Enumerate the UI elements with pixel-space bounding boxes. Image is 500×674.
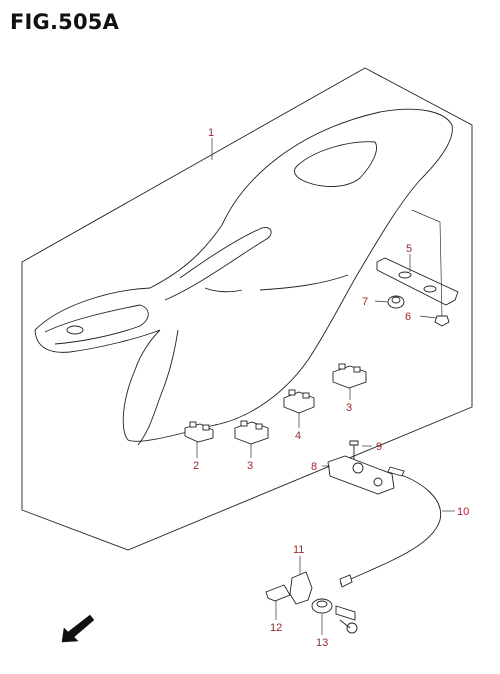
cushion-pad-3a — [234, 420, 269, 445]
leader-lines — [196, 138, 455, 635]
lock-holder — [265, 571, 313, 605]
seat-lock-latch — [327, 455, 395, 495]
grommet — [387, 295, 405, 309]
figure-title: FIG.505A — [10, 10, 120, 34]
callout-12: 12 — [270, 622, 282, 634]
callout-11: 11 — [293, 544, 304, 556]
callout-5: 5 — [406, 243, 412, 255]
nut — [434, 315, 450, 327]
callout-4: 4 — [295, 430, 301, 442]
seat-bracket — [376, 257, 459, 306]
lock-cylinder — [311, 598, 358, 634]
callout-13: 13 — [316, 637, 328, 649]
cushion-pad-4 — [283, 389, 315, 414]
cushion-pad-3b — [332, 363, 367, 389]
seat-lock-cable — [339, 466, 442, 588]
callout-7: 7 — [362, 296, 368, 308]
front-arrow-icon — [61, 614, 95, 643]
seat — [34, 108, 453, 446]
callout-3a: 3 — [247, 460, 253, 472]
callout-2: 2 — [193, 460, 199, 472]
callout-1: 1 — [208, 127, 214, 139]
callout-8: 8 — [311, 461, 317, 473]
callout-9: 9 — [376, 441, 382, 453]
callout-3b: 3 — [346, 402, 352, 414]
assembly-frame — [21, 67, 473, 551]
callout-10: 10 — [457, 506, 469, 518]
callout-6: 6 — [405, 311, 411, 323]
cushion-pad-2 — [184, 421, 214, 443]
